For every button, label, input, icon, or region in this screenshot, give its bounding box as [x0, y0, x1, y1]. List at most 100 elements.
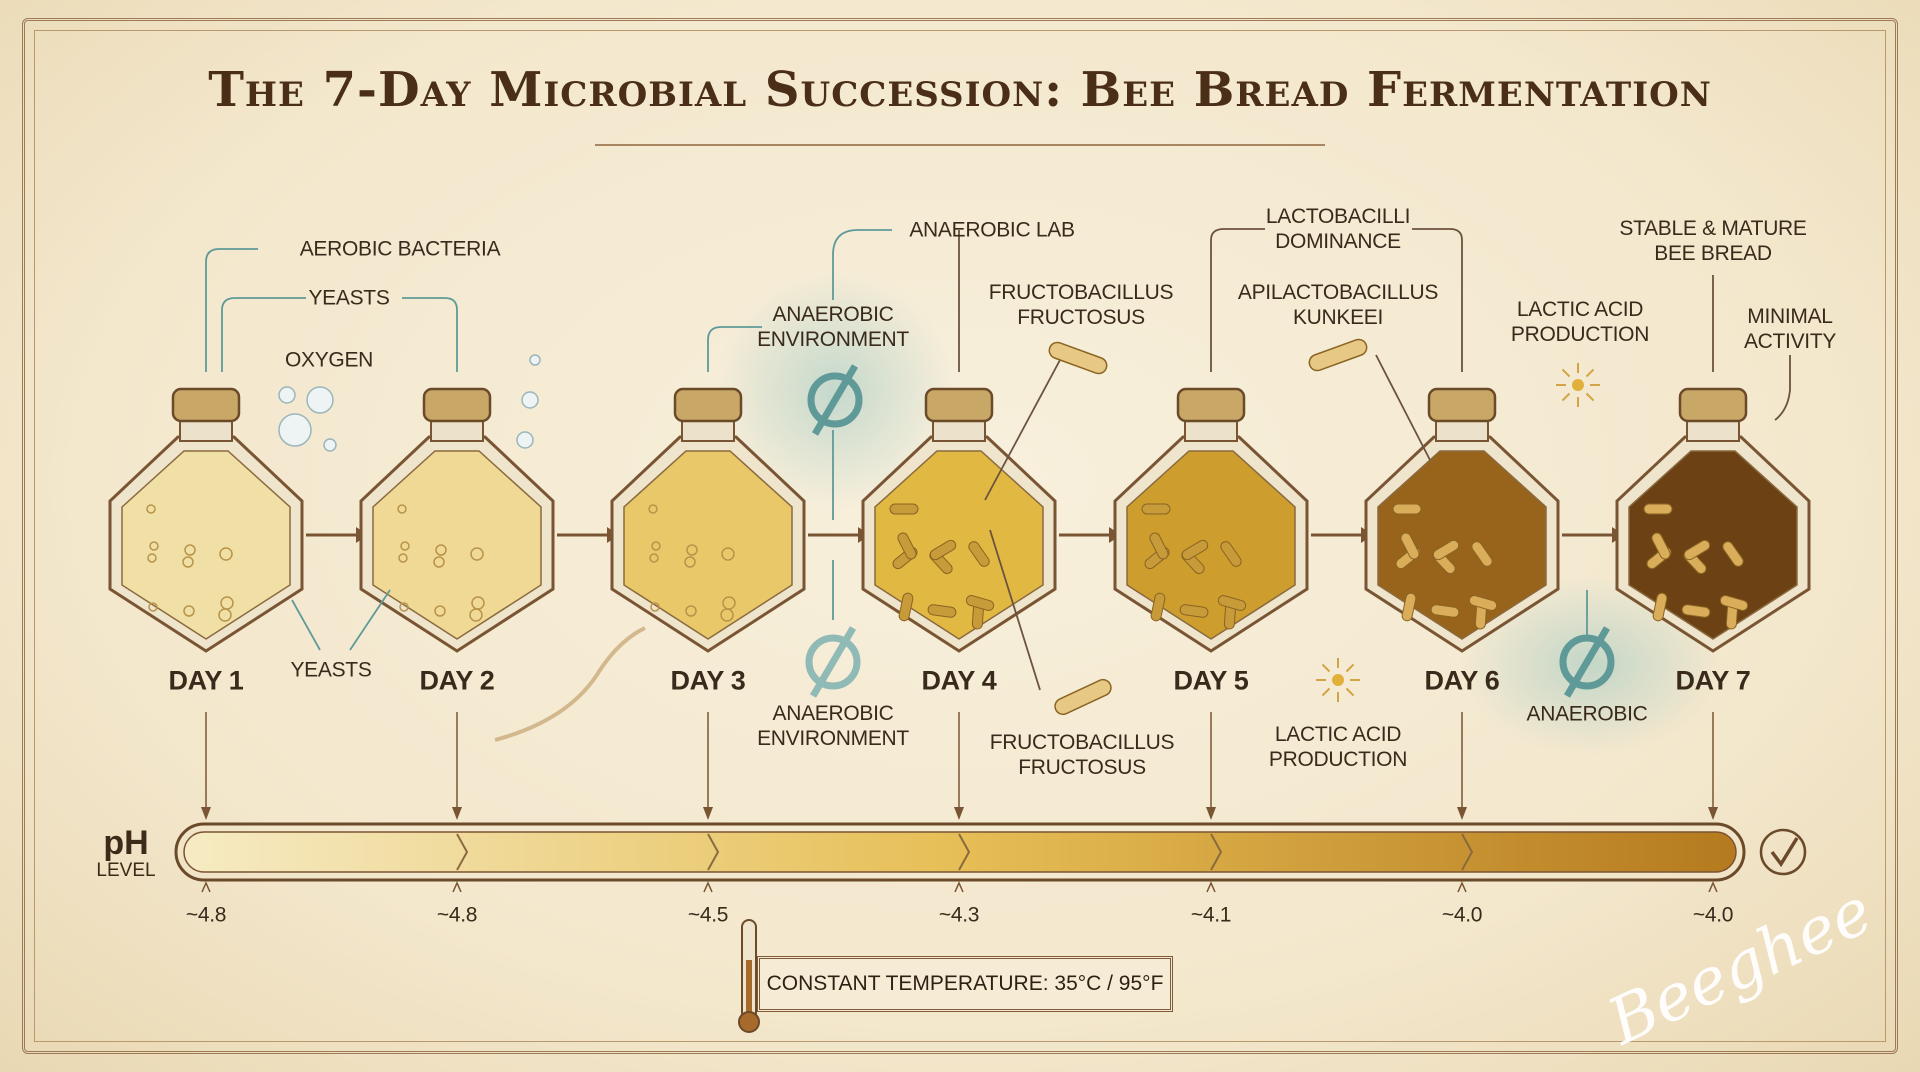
empty-set-icon	[805, 626, 861, 698]
lactic-acid-label-line: LACTIC ACID	[1516, 298, 1644, 321]
ph-value: ~4.0	[1441, 903, 1483, 927]
oxygen-bubble-icon	[521, 391, 539, 409]
ph-pointer-head	[954, 807, 964, 820]
day-label: DAY 4	[921, 665, 997, 696]
ph-axis-label: pH LEVEL	[88, 826, 164, 882]
ph-pointer-head	[452, 807, 462, 820]
ph-bar-fill	[183, 831, 1737, 873]
anaerobic-environment-label-line: ANAEROBIC	[772, 702, 894, 725]
temperature-text: CONSTANT TEMPERATURE: 35°C / 95°F	[766, 972, 1164, 995]
microbe	[471, 596, 485, 610]
leader-line	[291, 599, 321, 651]
minimal-activity-label-line: MINIMAL	[1747, 305, 1833, 328]
lactic-acid-label-line: LACTIC ACID	[1274, 723, 1402, 746]
oxygen-bubble-icon	[278, 413, 312, 447]
sun-ray	[1561, 368, 1571, 378]
day-label: DAY 2	[419, 665, 495, 696]
yeasts-label: YEASTS	[290, 658, 372, 682]
microbe	[1392, 503, 1422, 515]
microbe	[183, 605, 195, 617]
bacteria-rod-icon	[1048, 341, 1108, 375]
level-label: LEVEL	[96, 860, 156, 881]
microbe	[1401, 592, 1417, 622]
microbe	[1719, 595, 1749, 611]
microbe	[433, 556, 445, 568]
empty-set-slash	[809, 626, 857, 698]
microbe	[1181, 539, 1209, 561]
oxygen-label: OXYGEN	[284, 348, 374, 372]
curved-arrow	[494, 626, 646, 742]
leader-line	[989, 529, 1041, 691]
leader-line	[349, 589, 391, 651]
microbe	[148, 602, 158, 612]
stable-mature-label-line: STABLE & MATURE	[1619, 217, 1807, 240]
day-label: DAY 5	[1173, 665, 1249, 696]
sun-ray	[1585, 392, 1595, 402]
jar-neck	[1686, 418, 1740, 442]
leader-line	[205, 248, 258, 372]
jar-day-1	[108, 387, 304, 653]
lactic-acid-label-line: PRODUCTION	[1268, 748, 1408, 771]
thermometer-icon	[738, 919, 760, 1033]
fructobacillus-label-line: FRUCTOBACILLUS	[988, 281, 1174, 304]
ph-value: ~4.1	[1190, 903, 1232, 927]
microbe	[1651, 532, 1671, 560]
microbe	[398, 553, 408, 563]
empty-set-circle	[807, 372, 863, 428]
microbe	[889, 503, 919, 515]
thermometer-mercury	[746, 960, 752, 1020]
microbe	[650, 602, 660, 612]
microbe	[434, 605, 446, 617]
oxygen-bubble-icon	[278, 386, 296, 404]
leader-line	[832, 229, 892, 300]
lactic-acid-label-line: PRODUCTION	[1510, 323, 1650, 346]
jar-contents	[1377, 450, 1547, 640]
microbe	[400, 541, 410, 551]
leader-line	[1210, 228, 1265, 372]
leader-line	[402, 297, 458, 372]
microbe	[1683, 539, 1711, 561]
microbe	[1430, 604, 1460, 618]
microbe	[1141, 503, 1171, 515]
ph-segment-divider	[707, 833, 720, 871]
microbe	[399, 602, 409, 612]
lactobacilli-dominance-label-line: LACTOBACILLI	[1265, 205, 1411, 228]
empty-set-icon	[1559, 626, 1615, 698]
day-label: DAY 3	[670, 665, 746, 696]
jar-day-6	[1364, 387, 1560, 653]
ph-value: ~4.8	[185, 903, 227, 927]
empty-set-slash	[1563, 626, 1611, 698]
yeasts-label: YEASTS	[308, 286, 390, 310]
sun-burst-icon	[1316, 658, 1360, 702]
leader-line	[984, 359, 1061, 501]
leader-line	[1375, 354, 1431, 461]
jar-contents	[623, 450, 793, 640]
oxygen-bubble-icon	[516, 431, 534, 449]
fructobacillus-label-line: FRUCTOBACILLUS	[989, 731, 1175, 754]
jar-cap	[924, 387, 994, 423]
page-title: The 7-Day Microbial Succession: Bee Brea…	[208, 62, 1712, 118]
ph-segment-divider	[1210, 833, 1223, 871]
ph-caret	[1708, 881, 1718, 893]
lactobacilli-dominance-label-line: DOMINANCE	[1275, 230, 1401, 253]
microbe	[435, 544, 447, 556]
ph-caret	[954, 881, 964, 893]
anaerobic-label: ANAEROBIC	[1526, 702, 1648, 726]
microbe	[1471, 541, 1493, 567]
ph-caret	[201, 881, 211, 893]
jar-cap	[673, 387, 743, 423]
title-divider	[595, 144, 1325, 146]
microbe	[1220, 541, 1242, 567]
sun-ray	[1561, 392, 1571, 402]
microbe	[1179, 604, 1209, 618]
microbe	[149, 541, 159, 551]
anaerobic-environment-label-line: ANAEROBIC	[772, 303, 894, 326]
inner-frame	[34, 30, 1886, 1042]
jar-neck	[1184, 418, 1238, 442]
jar-cap	[1427, 387, 1497, 423]
